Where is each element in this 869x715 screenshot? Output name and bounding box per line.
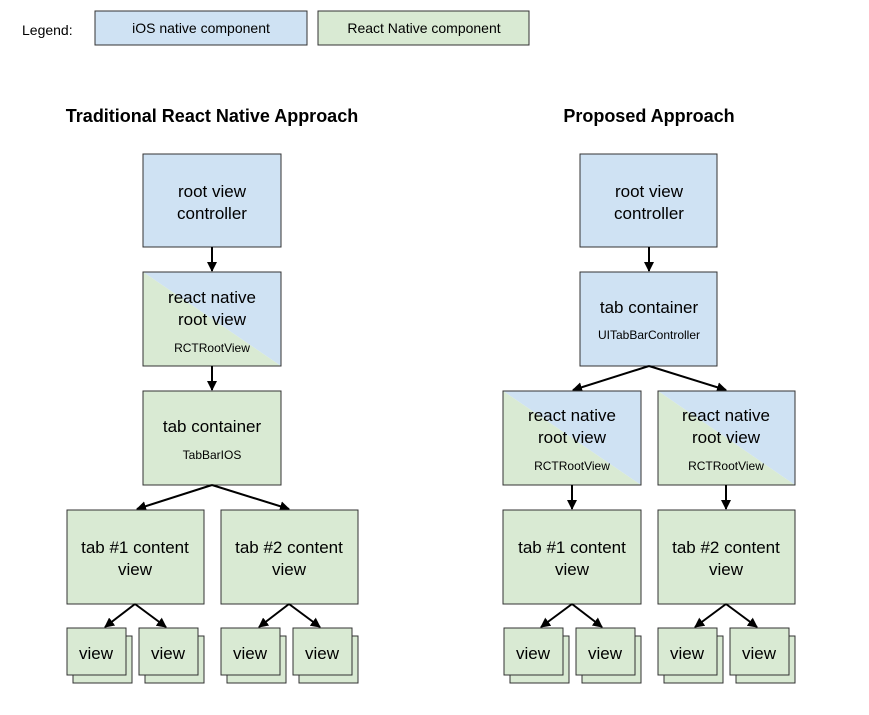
trad-view-stack-3: view xyxy=(220,627,287,684)
trad-view-1-label: view xyxy=(79,644,114,663)
edge-trad-tab1-view-b xyxy=(134,603,167,628)
edge-prop-tabcontainer-rn1 xyxy=(572,365,650,393)
legend-ios-swatch xyxy=(94,10,308,46)
edge-trad-tab2-view-b xyxy=(288,603,321,628)
prop-tab2-line1: tab #2 content xyxy=(672,538,780,557)
trad-root-vc-line2: controller xyxy=(177,204,247,223)
prop-view-3-label: view xyxy=(670,644,705,663)
prop-root-vc-line2: controller xyxy=(614,204,684,223)
trad-root-vc-line1: root view xyxy=(178,182,247,201)
edge-prop-tab2-view-a xyxy=(694,603,727,628)
traditional-title: Traditional React Native Approach xyxy=(66,106,358,126)
prop-rn2-line1: react native xyxy=(682,406,770,425)
trad-view-stack-2: view xyxy=(138,627,205,684)
prop-view-stack-3: view xyxy=(657,627,724,684)
prop-tab-container: tab container UITabBarController xyxy=(579,271,718,367)
trad-tab2-line2: view xyxy=(272,560,307,579)
prop-tab1-line1: tab #1 content xyxy=(518,538,626,557)
prop-view-1-label: view xyxy=(516,644,551,663)
prop-tab-container-line1: tab container xyxy=(600,298,699,317)
prop-rn1-line1: react native xyxy=(528,406,616,425)
edge-trad-tab2-view-a xyxy=(258,603,290,628)
legend-ios-label: iOS native component xyxy=(132,20,270,36)
edge-trad-tabcontainer-tab2 xyxy=(211,484,290,512)
trad-view-stack-4: view xyxy=(292,627,359,684)
trad-rn-root-view: react native root view RCTRootView xyxy=(142,271,282,367)
trad-tab2-content-view: tab #2 content view xyxy=(220,509,359,605)
edge-prop-tab2-view-b xyxy=(725,603,758,628)
legend-rn-label: React Native component xyxy=(347,20,500,36)
edge-prop-tabcontainer-rn2 xyxy=(648,365,727,393)
prop-rn2-line2: root view xyxy=(692,428,761,447)
trad-tab-container-line1: tab container xyxy=(163,417,262,436)
traditional-approach: Traditional React Native Approach root v… xyxy=(66,106,359,684)
proposed-approach: Proposed Approach root view controller t… xyxy=(502,106,796,684)
trad-view-4-label: view xyxy=(305,644,340,663)
trad-tab1-content-view: tab #1 content view xyxy=(66,509,205,605)
proposed-title: Proposed Approach xyxy=(563,106,734,126)
legend-rn-swatch xyxy=(317,10,530,46)
prop-rn-root-view-1: react native root view RCTRootView xyxy=(502,390,642,486)
edge-trad-tabcontainer-tab1 xyxy=(136,484,213,512)
prop-tab1-content-view: tab #1 content view xyxy=(502,509,642,605)
trad-view-3-label: view xyxy=(233,644,268,663)
prop-tab2-line2: view xyxy=(709,560,744,579)
prop-root-vc-line1: root view xyxy=(615,182,684,201)
trad-view-stack-1: view xyxy=(66,627,133,684)
trad-root-view-controller: root view controller xyxy=(142,153,282,248)
prop-view-stack-1: view xyxy=(503,627,570,684)
trad-tab-container-sub: TabBarIOS xyxy=(183,448,242,462)
legend-label: Legend: xyxy=(22,22,73,38)
prop-tab1-line2: view xyxy=(555,560,590,579)
prop-tab-container-sub: UITabBarController xyxy=(598,328,700,342)
trad-tab1-line1: tab #1 content xyxy=(81,538,189,557)
prop-rn2-sub: RCTRootView xyxy=(688,459,764,473)
prop-root-view-controller: root view controller xyxy=(579,153,718,248)
trad-tab1-line2: view xyxy=(118,560,153,579)
trad-tab-container: tab container TabBarIOS xyxy=(142,390,282,486)
trad-tab2-line1: tab #2 content xyxy=(235,538,343,557)
trad-rn-root-sub: RCTRootView xyxy=(174,341,250,355)
prop-tab2-content-view: tab #2 content view xyxy=(657,509,796,605)
edge-prop-tab1-view-a xyxy=(540,603,573,628)
trad-rn-root-line1: react native xyxy=(168,288,256,307)
prop-view-stack-4: view xyxy=(729,627,796,684)
edge-prop-tab1-view-b xyxy=(571,603,603,628)
prop-view-stack-2: view xyxy=(575,627,642,684)
prop-view-4-label: view xyxy=(742,644,777,663)
legend: Legend: iOS native component React Nativ… xyxy=(22,10,530,46)
prop-rn-root-view-2: react native root view RCTRootView xyxy=(657,390,796,486)
trad-view-2-label: view xyxy=(151,644,186,663)
prop-rn1-sub: RCTRootView xyxy=(534,459,610,473)
prop-rn1-line2: root view xyxy=(538,428,607,447)
edge-trad-tab1-view-a xyxy=(104,603,136,628)
trad-rn-root-line2: root view xyxy=(178,310,247,329)
prop-view-2-label: view xyxy=(588,644,623,663)
